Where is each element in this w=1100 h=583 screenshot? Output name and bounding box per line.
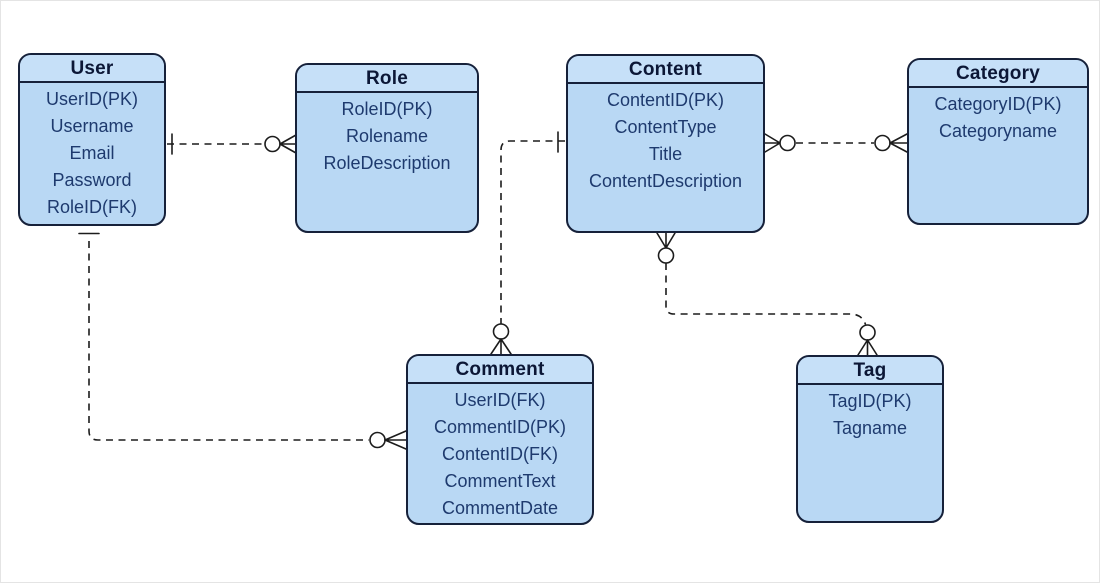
entity-attribute: TagID(PK) <box>828 391 912 411</box>
entity-header: Category <box>909 60 1087 88</box>
entity-attribute: ContentID(FK) <box>441 444 559 464</box>
zero-circle-icon <box>657 247 675 264</box>
entity-attribute: CategoryID(PK) <box>934 94 1062 114</box>
entity-attribute: Rolename <box>345 126 429 146</box>
entity-attribute: Password <box>52 170 132 190</box>
crow-foot-icon <box>656 232 676 249</box>
entity-attribute: UserID(PK) <box>45 89 138 109</box>
entity-attribute: CommentDate <box>441 498 559 518</box>
entity-attribute: CommentID(PK) <box>433 417 567 437</box>
relationship-content-category <box>764 133 908 153</box>
crow-foot-icon <box>384 430 407 450</box>
crow-foot-icon <box>857 339 878 356</box>
entity-title: Content <box>628 58 703 80</box>
relationship-content-tag <box>656 232 878 356</box>
zero-circle-icon <box>779 134 796 152</box>
entity-attributes: CategoryID(PK) Categoryname <box>909 88 1087 145</box>
entity-title: Role <box>366 67 408 89</box>
entity-attribute: ContentDescription <box>588 171 743 191</box>
entity-attribute: CommentText <box>444 471 556 491</box>
entity-category: Category CategoryID(PK) Categoryname <box>907 58 1089 225</box>
crow-foot-icon <box>764 133 781 153</box>
entity-attribute: RoleID(FK) <box>46 197 137 217</box>
entity-header: User <box>20 55 164 83</box>
entity-title: Category <box>956 62 1040 84</box>
entity-attribute: Tagname <box>832 418 908 438</box>
crow-foot-icon <box>279 134 297 154</box>
entity-comment: Comment UserID(FK) CommentID(PK) ContentID… <box>406 354 594 525</box>
entity-header: Role <box>297 65 477 93</box>
entity-header: Comment <box>408 356 592 384</box>
relationship-line <box>665 263 867 325</box>
entity-attributes: UserID(FK) CommentID(PK) ContentID(FK) Comm… <box>408 384 592 522</box>
entity-attribute: Title <box>648 144 683 164</box>
entity-attribute: UserID(FK) <box>454 390 546 410</box>
relationship-content-comment <box>490 131 565 355</box>
relationship-line <box>500 140 565 324</box>
relationship-user-role <box>167 133 297 155</box>
relationship-user-comment <box>78 232 407 450</box>
entity-header: Tag <box>798 357 942 385</box>
entity-attribute: Email <box>69 143 115 163</box>
zero-circle-icon <box>369 431 386 449</box>
entity-attribute: RoleDescription <box>323 153 451 173</box>
entity-header: Content <box>568 56 763 84</box>
crow-foot-icon <box>490 338 512 355</box>
entity-title: Tag <box>853 359 887 381</box>
entity-attributes: TagID(PK) Tagname <box>798 385 942 442</box>
entity-attribute: Categoryname <box>938 121 1058 141</box>
zero-circle-icon <box>874 134 891 152</box>
entity-attribute: ContentID(PK) <box>606 90 725 110</box>
zero-circle-icon <box>492 323 510 340</box>
entity-tag: Tag TagID(PK) Tagname <box>796 355 944 523</box>
entity-title: User <box>70 57 114 79</box>
zero-circle-icon <box>264 135 281 153</box>
entity-attribute: ContentType <box>614 117 717 137</box>
entity-attribute: RoleID(PK) <box>341 99 433 119</box>
entity-attribute: Username <box>50 116 134 136</box>
zero-circle-icon <box>859 324 876 341</box>
crow-foot-icon <box>889 133 908 153</box>
relationship-line <box>88 241 369 441</box>
entity-title: Comment <box>455 358 545 380</box>
